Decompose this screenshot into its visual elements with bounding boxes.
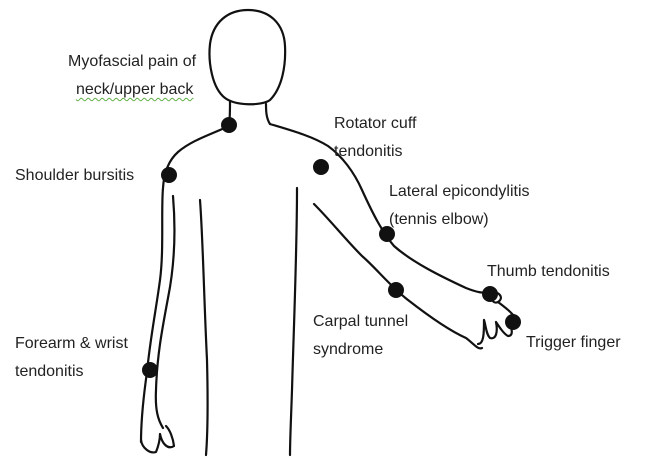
label-shoulder-bursitis-line1: Shoulder bursitis — [15, 167, 134, 184]
torso-right-side — [290, 188, 297, 455]
label-rotator-cuff: Rotator cuff tendonitis — [334, 110, 416, 166]
label-lateral-epicondylitis: Lateral epicondylitis (tennis elbow) — [389, 178, 530, 234]
label-carpal-line1: Carpal tunnel — [313, 313, 408, 330]
label-trigger-line1: Trigger finger — [526, 334, 621, 351]
label-thumb-tendonitis: Thumb tendonitis — [487, 260, 610, 284]
label-myofascial-line1: Myofascial pain of — [68, 53, 196, 70]
label-carpal-tunnel: Carpal tunnel syndrome — [313, 308, 408, 364]
left-shoulder-arm-outer — [141, 126, 229, 442]
marker-rotator-cuff — [313, 159, 329, 175]
marker-trigger-finger — [505, 314, 521, 330]
label-forearm-wrist: Forearm & wrist tendonitis — [15, 330, 128, 386]
label-carpal-line2: syndrome — [313, 341, 383, 358]
label-myofascial-line2: neck/upper back — [76, 81, 193, 98]
marker-forearm-wrist — [142, 362, 158, 378]
marker-shoulder-bursitis — [161, 167, 177, 183]
label-rotator-cuff-line1: Rotator cuff — [334, 115, 416, 132]
marker-thumb-tendonitis — [482, 286, 498, 302]
label-thumb-line1: Thumb tendonitis — [487, 263, 610, 280]
label-rotator-cuff-line2: tendonitis — [334, 143, 403, 160]
marker-myofascial — [221, 117, 237, 133]
label-lateral-line2: (tennis elbow) — [389, 211, 489, 228]
left-hand-outline — [141, 426, 174, 452]
neck-right — [266, 104, 270, 124]
label-trigger-finger: Trigger finger — [526, 331, 621, 355]
label-lateral-line1: Lateral epicondylitis — [389, 183, 530, 200]
label-myofascial: Myofascial pain of neck/upper back — [68, 48, 196, 104]
marker-carpal-tunnel — [388, 282, 404, 298]
head-outline — [210, 10, 286, 104]
torso-left-side — [200, 200, 208, 455]
label-forearm-line1: Forearm & wrist — [15, 335, 128, 352]
left-arm-inner — [156, 196, 175, 428]
label-shoulder-bursitis: Shoulder bursitis — [15, 164, 134, 188]
label-forearm-line2: tendonitis — [15, 363, 84, 380]
